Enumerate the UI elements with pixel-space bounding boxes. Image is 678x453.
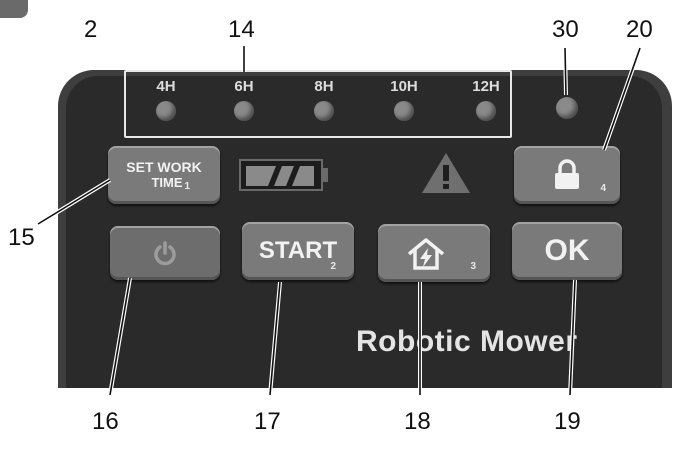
led-8h [314, 101, 334, 121]
brand-label: Robotic Mower [356, 325, 578, 358]
start-button-number: 2 [330, 261, 336, 272]
home-button-number: 3 [470, 261, 476, 272]
callout-30: 30 [552, 16, 579, 43]
led-10h [394, 101, 414, 121]
led-4h [156, 101, 176, 121]
set-work-time-button[interactable]: SET WORK TIME 1 [108, 146, 220, 204]
callout-18: 18 [404, 408, 431, 435]
timer-label-8h: 8H [314, 78, 334, 95]
ok-button-label: OK [544, 234, 590, 267]
lock-button-number: 4 [600, 183, 606, 194]
set-work-time-label-line1: SET WORK [126, 159, 202, 175]
timer-label-6h: 6H [234, 78, 254, 95]
ok-button[interactable]: OK [512, 222, 622, 280]
led-6h [234, 101, 254, 121]
power-button[interactable] [110, 226, 220, 280]
start-button-label: START [258, 237, 338, 264]
callout-17: 17 [254, 408, 281, 435]
status-led [556, 97, 578, 119]
start-button[interactable]: START 2 [242, 222, 354, 280]
callout-15: 15 [8, 224, 35, 251]
set-work-time-number: 1 [184, 181, 190, 192]
callout-14: 14 [228, 16, 255, 43]
set-work-time-label-line2: TIME [151, 175, 183, 190]
battery-icon [239, 159, 328, 191]
timer-label-10h: 10H [390, 78, 418, 95]
lock-button[interactable]: 4 [514, 146, 620, 204]
home-charging-button[interactable]: 3 [378, 224, 490, 282]
callout-16: 16 [92, 408, 119, 435]
warning-icon [422, 153, 470, 193]
corner-tab [0, 0, 28, 18]
timer-label-12h: 12H [472, 78, 500, 95]
work-time-indicator-frame [124, 70, 512, 138]
power-icon [154, 241, 176, 266]
callout-19: 19 [554, 408, 581, 435]
home-charging-icon [407, 238, 445, 270]
callout-2: 2 [84, 16, 98, 43]
lock-icon [555, 159, 579, 189]
timer-label-4h: 4H [156, 78, 176, 95]
led-12h [476, 101, 496, 121]
callout-20: 20 [626, 16, 653, 43]
